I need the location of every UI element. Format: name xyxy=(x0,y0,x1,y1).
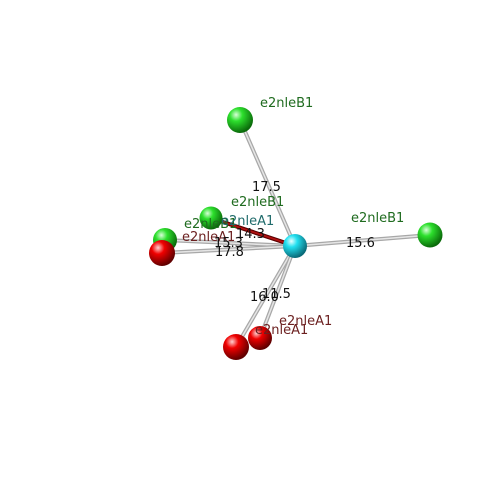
distance-mid-green: 14.3 xyxy=(236,227,265,242)
atom-bottom-red-b xyxy=(248,326,272,350)
distance-left-green: 15.3 xyxy=(214,236,243,251)
atom-labels: e2nleB1 e2nleB1 e2nleB1 e2nleB1 e2nleA1 … xyxy=(182,96,404,338)
bonds xyxy=(161,119,431,349)
atom-center xyxy=(283,234,307,258)
label-left-red: e2nleA1 xyxy=(182,230,235,245)
distance-bottom-red-b: 11.5 xyxy=(262,287,291,302)
distance-right-green: 15.6 xyxy=(346,236,375,251)
bond-right-green xyxy=(294,233,431,248)
distance-left-red: 17.8 xyxy=(215,245,244,260)
label-bottom-red-a: e2nleA1 xyxy=(255,323,308,338)
bond-mid-green xyxy=(210,216,296,248)
label-center: e2nleA1 xyxy=(221,214,274,229)
label-top-green: e2nleB1 xyxy=(260,96,313,111)
bond-top-green xyxy=(238,119,297,247)
atoms xyxy=(149,107,443,360)
distance-labels: 17.5 15.6 14.3 15.3 17.8 11.5 16.0 xyxy=(214,180,375,305)
atom-left-red xyxy=(149,240,175,266)
bond-left-red xyxy=(161,244,296,255)
atom-top-green xyxy=(227,107,253,133)
atom-bottom-red-a xyxy=(223,334,249,360)
label-mid-green: e2nleB1 xyxy=(231,195,284,210)
label-bottom-red-b: e2nleA1 xyxy=(279,314,332,329)
label-right-green: e2nleB1 xyxy=(351,211,404,226)
distance-bottom-red-a: 16.0 xyxy=(250,290,279,305)
bond-bottom-red-a xyxy=(234,244,297,349)
distance-top-green: 17.5 xyxy=(252,180,281,195)
label-left-green: e2nleB1 xyxy=(184,217,237,232)
atom-mid-green xyxy=(199,206,223,230)
bond-left-green xyxy=(164,238,296,248)
atom-right-green xyxy=(417,222,443,248)
bond-bottom-red-b xyxy=(258,245,297,339)
